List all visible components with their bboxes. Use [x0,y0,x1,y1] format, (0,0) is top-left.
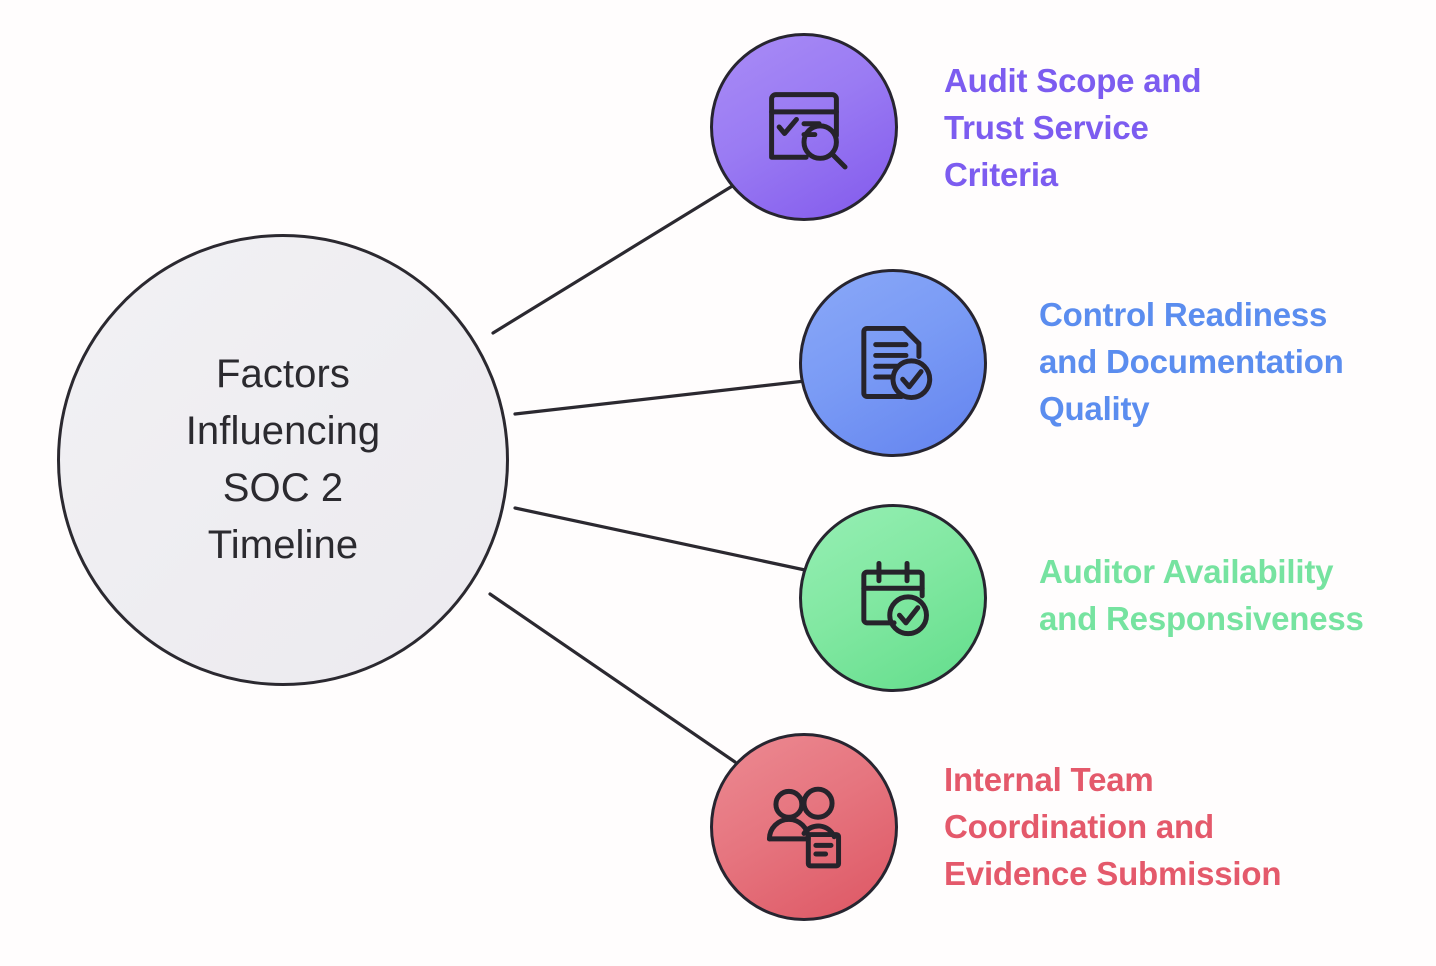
calendar-check-icon [839,544,947,652]
node-auditor-availability-label: Auditor Availability and Responsiveness [1039,553,1364,637]
node-internal-team[interactable] [710,733,898,921]
node-audit-scope-label: Audit Scope and Trust Service Criteria [944,62,1202,193]
center-node-label: Factors Influencing SOC 2 Timeline [185,352,381,567]
center-node[interactable]: Factors Influencing SOC 2 Timeline [57,234,509,686]
connector-to-internal-team [488,592,737,764]
node-internal-team-label: Internal Team Coordination and Evidence … [944,761,1282,892]
browser-search-icon [750,73,858,181]
node-audit-scope[interactable] [710,33,898,221]
connector-to-control-readiness [513,379,807,416]
connector-to-auditor-availability [513,506,807,572]
document-check-icon [839,309,947,417]
node-control-readiness-label: Control Readiness and Documentation Qual… [1039,296,1344,427]
node-control-readiness[interactable] [799,269,987,457]
connector-to-audit-scope [491,183,736,335]
node-auditor-availability[interactable] [799,504,987,692]
team-document-icon [750,773,858,881]
